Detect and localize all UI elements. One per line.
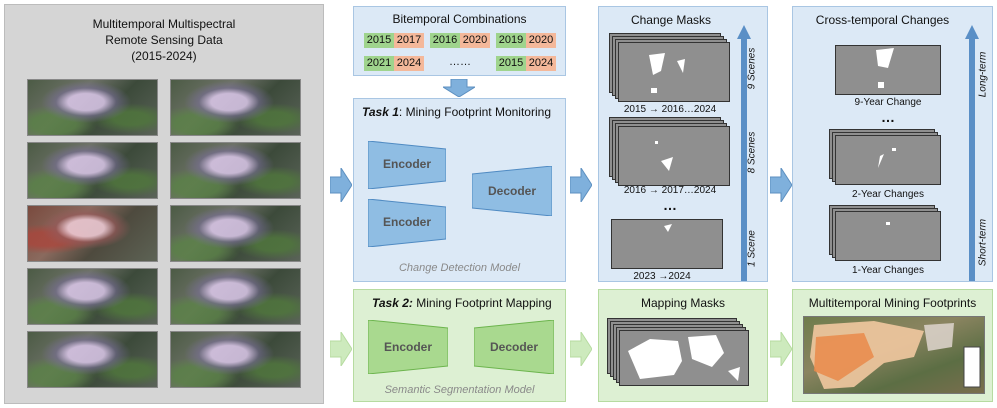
arrow-right-icon [570,168,592,202]
task2-title: Task 2: Mining Footprint Mapping [372,296,552,310]
encoder-label: Encoder [382,157,431,171]
mapping-mask [619,330,749,386]
year-tag: 2016 [430,33,460,48]
data-panel-title-2: Remote Sensing Data [105,33,223,47]
encoder-block [368,320,448,374]
satellite-image [170,142,301,199]
arrow-right-icon [770,332,792,366]
year-tag: 2015 [496,56,526,71]
timescale-arrow [965,25,979,281]
data-panel: Multitemporal Multispectral Remote Sensi… [4,4,324,404]
satellite-image [170,205,301,262]
satellite-image [170,79,301,136]
ellipsis: …… [449,56,471,68]
task2-panel: Task 2: Mining Footprint Mapping Encoder… [353,289,566,402]
arrow-right-icon [330,168,352,202]
decoder-block [472,166,552,216]
cross-temporal-panel: Cross-temporal Changes 9-Year Change … 2… [792,6,993,282]
change-mask [611,219,723,269]
mapping-masks-panel: Mapping Masks [598,289,768,402]
encoder-label: Encoder [382,215,431,229]
scene-label: 1 Scene [746,230,758,267]
encoder-block [368,199,446,247]
encoder-block [368,141,446,189]
scene-count-arrow [737,25,751,281]
arrow-right-icon [770,168,792,202]
change-mask-caption: 2015 → 2016…2024 [623,104,717,115]
data-panel-title-3: (2015-2024) [131,49,197,63]
scene-label: 8 Scenes [746,131,758,174]
combinations-title: Bitemporal Combinations [392,12,527,26]
arrow-down-icon [443,79,475,97]
short-term-label: Short-term [977,218,989,267]
year-tag: 2020 [526,33,556,48]
cross-temporal-title: Cross-temporal Changes [815,13,950,27]
year-tag: 2019 [496,33,526,48]
change-mask-caption: 2016 → 2017…2024 [623,185,717,196]
change-masks-title: Change Masks [630,13,712,27]
satellite-image [27,268,158,325]
cross-caption: 2-Year Changes [852,189,924,200]
task1-panel: Task 1: Mining Footprint Monitoring Enco… [353,98,566,282]
year-tag: 2017 [394,33,424,48]
change-mask [835,135,941,185]
segmentation-model-label: Semantic Segmentation Model [384,384,535,396]
mapping-masks-title: Mapping Masks [640,296,726,310]
task2-prefix: Task 2: [372,296,413,310]
arrow-right-icon [330,332,352,366]
arrow-right-icon [570,332,592,366]
change-mask-caption: 2023 →2024 [633,271,691,282]
year-tag: 2024 [394,56,424,71]
encoder-label: Encoder [383,340,432,354]
data-panel-title-1: Multitemporal Multispectral [92,17,236,31]
change-mask [835,45,941,95]
satellite-image [170,331,301,388]
scene-label: 9 Scenes [746,47,758,90]
footprints-panel: Multitemporal Mining Footprints [792,289,993,402]
satellite-image [27,142,158,199]
decoder-block [474,320,554,374]
task1-text: : Mining Footprint Monitoring [398,105,551,119]
task1-title: Task 1: Mining Footprint Monitoring [362,105,551,119]
ellipsis: … [663,197,677,213]
change-mask [835,211,941,261]
satellite-image [170,268,301,325]
task1-prefix: Task 1 [362,105,399,119]
satellite-image [27,205,158,262]
year-tag: 2021 [364,56,394,71]
year-tag: 2024 [526,56,556,71]
year-tag: 2020 [460,33,490,48]
change-mask [618,126,730,186]
year-tag: 2015 [364,33,394,48]
task2-text: Mining Footprint Mapping [412,296,552,310]
change-mask [618,42,730,102]
footprint-map [803,316,985,394]
cross-caption: 1-Year Changes [852,265,924,276]
long-term-label: Long-term [977,51,989,98]
decoder-label: Decoder [487,184,537,198]
satellite-image [27,79,158,136]
change-detection-model-label: Change Detection Model [398,262,521,274]
combinations-panel: Bitemporal Combinations 2015 2017 2016 2… [353,6,566,76]
cross-caption: 9-Year Change [854,97,922,108]
decoder-label: Decoder [489,340,539,354]
change-masks-panel: Change Masks 2015 → 2016…2024 2016 → 201… [598,6,768,282]
satellite-image [27,331,158,388]
footprints-title: Multitemporal Mining Footprints [808,296,977,310]
ellipsis: … [881,109,895,125]
